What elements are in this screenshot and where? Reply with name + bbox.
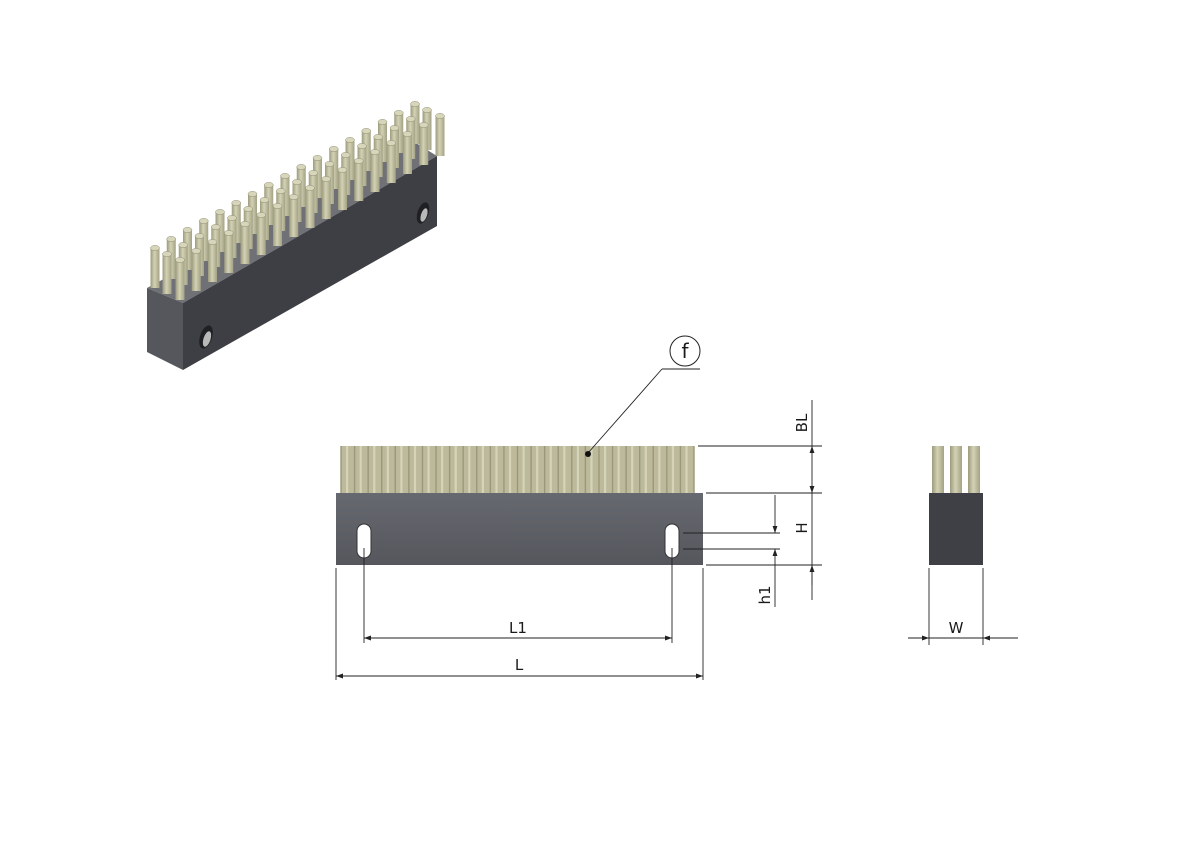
iso-bristle: [240, 221, 250, 264]
side-block: [929, 493, 983, 565]
dimension-h1-label: h1: [756, 585, 774, 604]
dimension-h1: h1: [756, 495, 778, 607]
front-bristle-lines: [340, 446, 695, 493]
dimension-l1: L1: [364, 619, 672, 641]
iso-bristle: [224, 230, 234, 273]
dimension-bl-label: BL: [793, 413, 811, 432]
callout-f: f: [585, 335, 701, 457]
dimension-h-label: H: [793, 522, 811, 533]
dimension-l: L: [336, 656, 703, 679]
iso-bristle: [435, 113, 445, 156]
side-bristle: [968, 446, 980, 493]
isometric-view: [147, 101, 445, 370]
dimension-w-label: W: [949, 619, 964, 637]
iso-bristle: [272, 203, 283, 246]
iso-bristle: [175, 257, 185, 300]
iso-bristle: [370, 149, 380, 192]
iso-bristle: [256, 212, 266, 255]
dimension-w: W: [908, 619, 1018, 641]
dimension-l1-label: L1: [509, 619, 527, 637]
dimension-l-label: L: [515, 656, 524, 674]
iso-bristle: [337, 167, 348, 210]
iso-bristle: [354, 158, 364, 201]
iso-bristle: [191, 248, 201, 291]
iso-bristle-field: [150, 101, 445, 300]
iso-bristle: [207, 239, 218, 282]
front-view: f BL H h1: [335, 335, 822, 680]
iso-bristle: [305, 185, 315, 228]
iso-bristle: [419, 122, 429, 165]
iso-block-end: [147, 288, 183, 370]
iso-bristle: [150, 245, 160, 288]
iso-bristle: [402, 131, 413, 174]
side-bristle: [950, 446, 962, 493]
iso-bristle: [162, 251, 172, 294]
front-block: [336, 493, 703, 565]
iso-bristle: [321, 176, 331, 219]
side-view: W: [908, 446, 1018, 645]
iso-slot-left: [199, 325, 213, 349]
dimension-h: H: [793, 493, 815, 600]
callout-label: f: [681, 339, 689, 363]
iso-block-front: [183, 156, 437, 370]
iso-slot-right: [416, 202, 430, 224]
side-bristle: [932, 446, 944, 493]
side-bristles: [932, 446, 980, 493]
dimension-bl: BL: [793, 400, 815, 493]
iso-bristle: [386, 140, 396, 183]
iso-bristle: [289, 194, 299, 237]
